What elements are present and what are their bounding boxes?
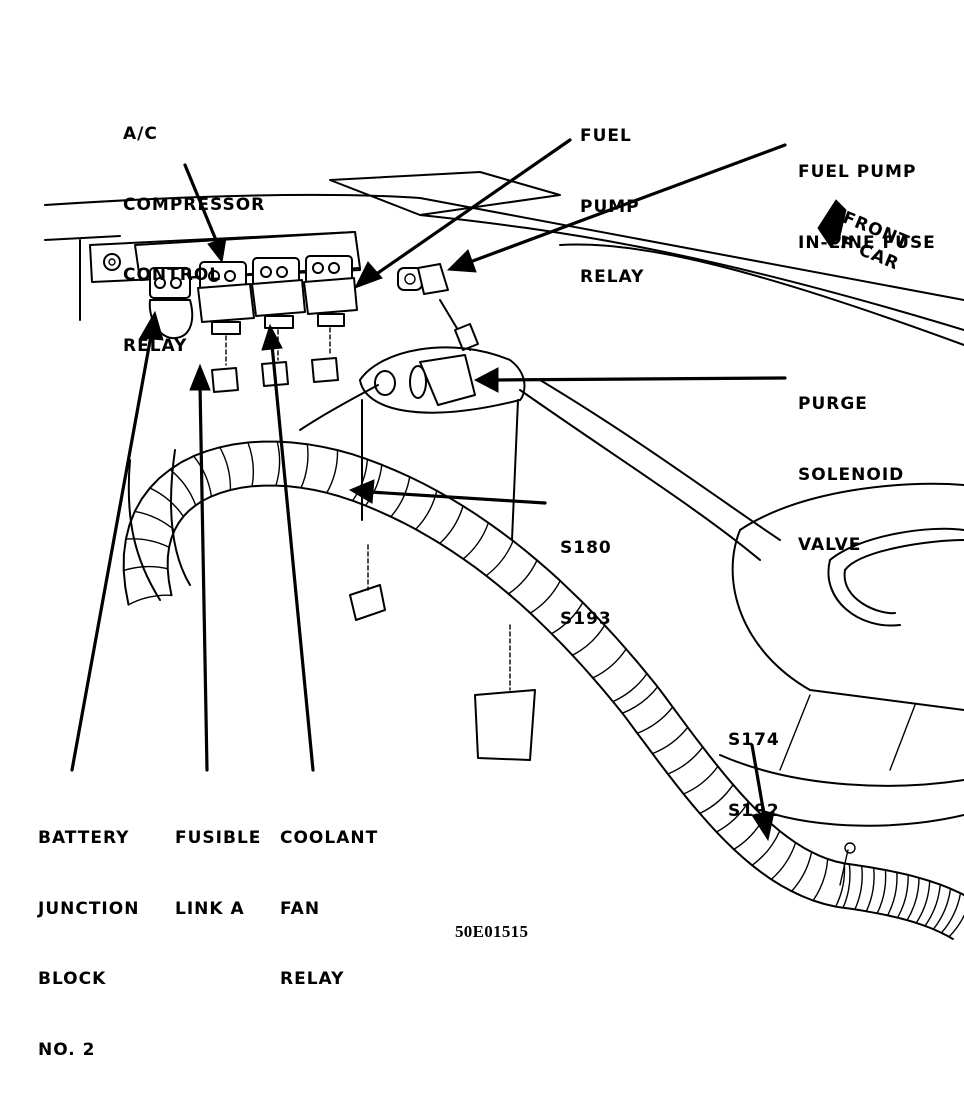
harness-rib xyxy=(529,580,561,614)
harness-rib xyxy=(842,863,851,909)
harness-rib xyxy=(275,440,281,487)
front-direction-arrow-icon xyxy=(817,199,847,247)
harness-rib xyxy=(854,865,863,911)
relay-fuel-pump xyxy=(303,255,358,327)
harness-rib xyxy=(876,869,887,914)
label-splice-s180-s193: S180 S193 xyxy=(560,538,612,629)
harness-rib xyxy=(906,877,920,921)
harness-rib xyxy=(948,914,964,938)
harness-rib xyxy=(932,888,952,930)
harness-rib xyxy=(715,801,750,833)
label-fuel-pump-inline-fuse: FUEL PUMP IN-LINE FUSE xyxy=(798,162,936,253)
figure-code: 50E01515 xyxy=(455,922,529,941)
label-ac-compressor-control-relay: A/C COMPRESSOR CONTROL RELAY xyxy=(123,124,266,356)
body-panel-lines xyxy=(44,171,964,561)
harness-rib xyxy=(770,842,797,881)
label-battery-junction-block-no2: BATTERY JUNCTION BLOCK NO. 2 xyxy=(38,828,140,1060)
component-location-diagram: A/C COMPRESSOR CONTROL RELAY FUEL PUMP R… xyxy=(38,124,964,1060)
label-purge-solenoid-valve: PURGE SOLENOID VALVE xyxy=(798,394,905,555)
label-splice-s174-s192: S174 S192 xyxy=(728,730,780,821)
harness-rib xyxy=(699,784,734,815)
harness-rib xyxy=(247,441,255,487)
harness-rib xyxy=(636,706,674,734)
harness-rib xyxy=(896,874,909,919)
harness-rib xyxy=(550,601,584,635)
leader-arrows xyxy=(70,138,787,842)
harness-rib xyxy=(667,746,704,775)
harness-rib xyxy=(125,538,170,548)
harness-rib xyxy=(621,686,659,714)
harness-rib xyxy=(507,559,538,595)
harness-rib xyxy=(192,455,213,498)
harness-rib xyxy=(219,446,232,491)
harness-rib xyxy=(865,867,875,912)
harness-branch xyxy=(127,449,191,601)
harness-rib xyxy=(364,464,383,507)
relay-coolant-fan xyxy=(251,257,306,329)
harness-rib xyxy=(149,487,185,518)
fuel-pump-fuse-holder xyxy=(397,263,479,351)
harness-brackets xyxy=(349,544,856,886)
harness-rib xyxy=(300,443,309,489)
relay-ac-compressor xyxy=(197,261,255,335)
harness-rib xyxy=(485,540,514,577)
harness-rib xyxy=(812,858,829,902)
harness-rib xyxy=(592,648,627,679)
harness-rib xyxy=(612,672,648,703)
harness-rib xyxy=(571,624,606,656)
engine-compartment-drawing xyxy=(44,138,964,940)
harness-rib xyxy=(940,892,962,934)
harness-rib xyxy=(886,871,898,917)
harness-rib xyxy=(123,565,169,572)
harness-rib xyxy=(351,458,369,502)
harness-rib xyxy=(169,468,197,506)
harness-rib xyxy=(326,449,339,494)
wiring-harness xyxy=(122,440,964,940)
purge-solenoid xyxy=(299,354,476,431)
air-cleaner xyxy=(719,482,964,827)
harness-rib xyxy=(682,765,719,795)
harness-rib xyxy=(651,726,689,755)
label-fuel-pump-relay: FUEL PUMP RELAY xyxy=(580,126,645,287)
charcoal-canister xyxy=(359,346,526,541)
harness-rib xyxy=(439,505,464,545)
harness-rib xyxy=(790,851,813,892)
label-coolant-fan-relay: COOLANT FAN RELAY xyxy=(280,828,379,989)
harness-rib xyxy=(390,476,411,518)
harness-rib xyxy=(462,522,490,560)
harness-rib xyxy=(134,510,176,531)
label-fusible-link-a: FUSIBLE LINK A xyxy=(175,828,262,919)
harness-rib xyxy=(924,883,941,927)
harness-rib xyxy=(915,880,931,924)
harness-rib xyxy=(127,594,173,606)
harness-rib xyxy=(415,490,438,530)
harness-rib xyxy=(751,830,781,866)
